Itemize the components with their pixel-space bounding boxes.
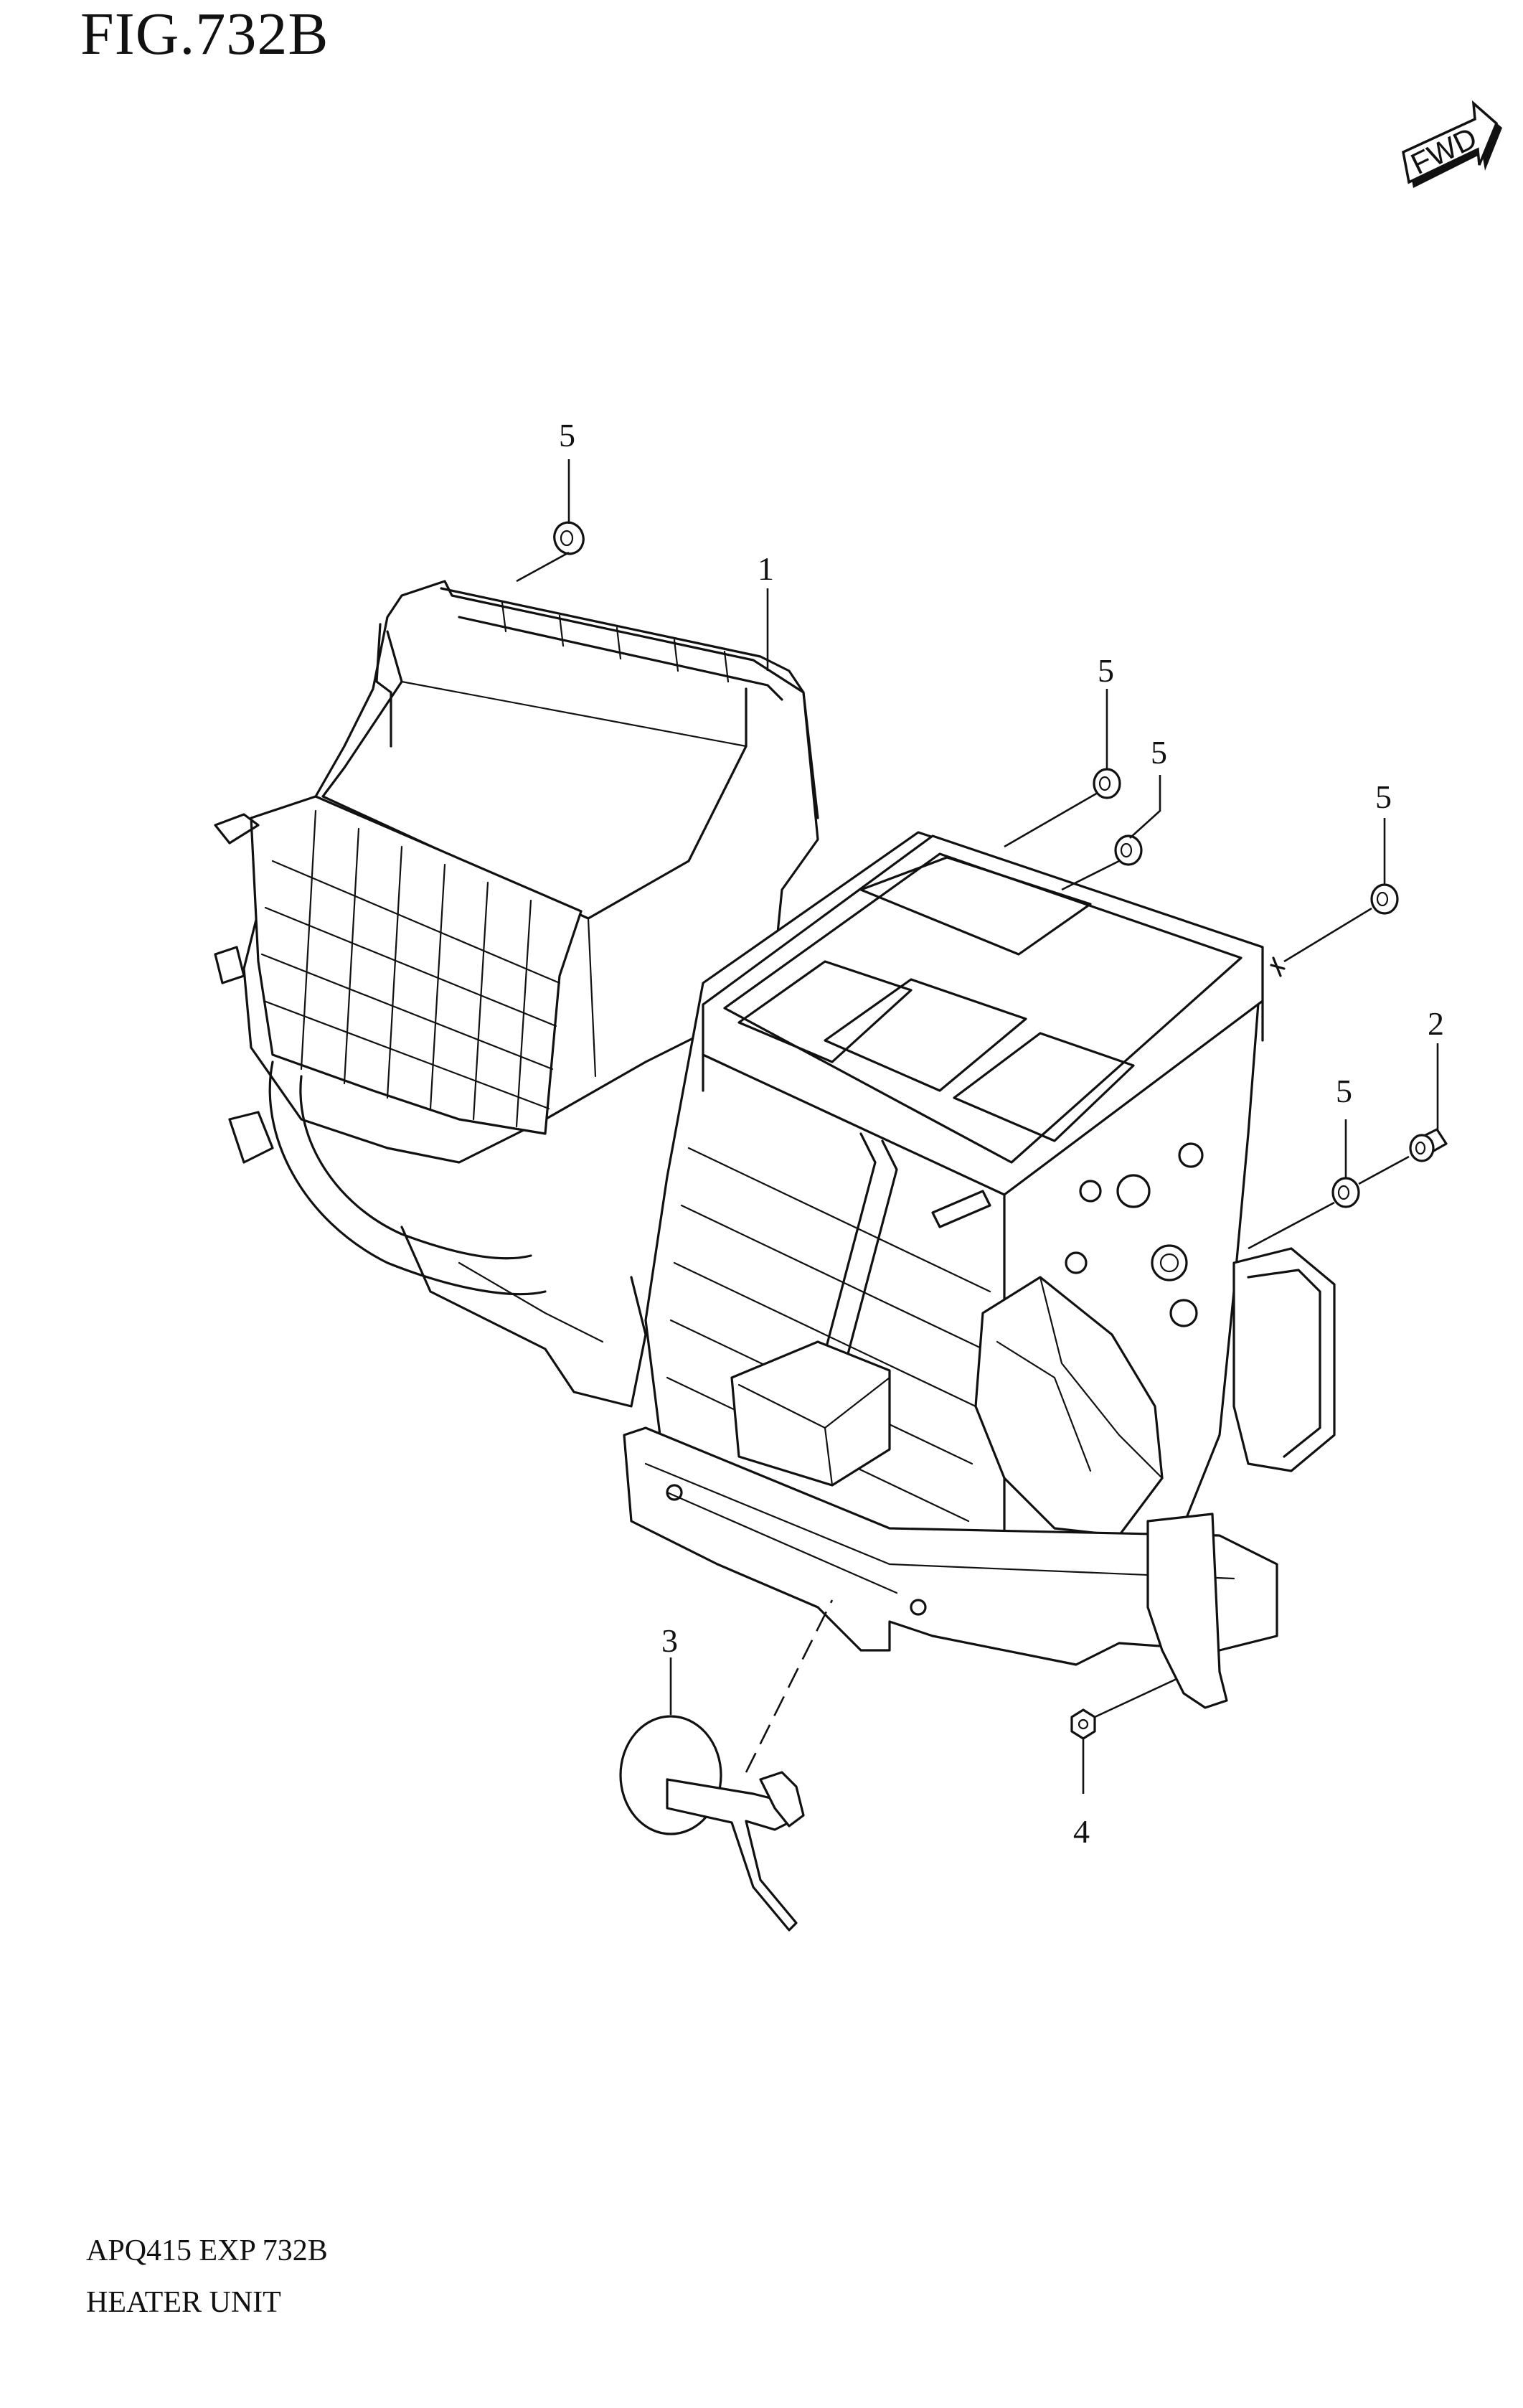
callout-3: 3 bbox=[661, 1622, 678, 1659]
blower-grille bbox=[260, 809, 561, 1128]
callout-4: 4 bbox=[1073, 1813, 1090, 1850]
diagram-name: HEATER UNIT bbox=[86, 2286, 281, 2319]
grommet-5e-icon bbox=[1331, 1177, 1360, 1208]
callout-5b: 5 bbox=[1098, 652, 1114, 689]
callout-1: 1 bbox=[758, 550, 774, 587]
callout-5a: 5 bbox=[559, 417, 575, 453]
drain-hose-3-icon bbox=[619, 1599, 834, 1932]
figure-title: FIG.732B bbox=[80, 1, 329, 67]
nut-4-icon bbox=[1070, 1708, 1096, 1740]
grommet-5a-icon bbox=[553, 521, 585, 555]
diagram-code: APQ415 EXP 732B bbox=[86, 2234, 328, 2267]
grommet-5c-icon bbox=[1114, 834, 1143, 866]
grommet-5d-icon bbox=[1370, 883, 1399, 915]
callout-5d: 5 bbox=[1375, 779, 1392, 815]
fwd-arrow-icon: FWD bbox=[1402, 100, 1502, 188]
callout-5e: 5 bbox=[1336, 1073, 1352, 1109]
leader-lines bbox=[516, 459, 1439, 1794]
callout-2: 2 bbox=[1428, 1005, 1444, 1042]
collar-2-icon bbox=[1409, 1128, 1448, 1162]
callout-5c: 5 bbox=[1151, 734, 1167, 771]
heater-unit-assembly bbox=[214, 580, 1336, 1709]
